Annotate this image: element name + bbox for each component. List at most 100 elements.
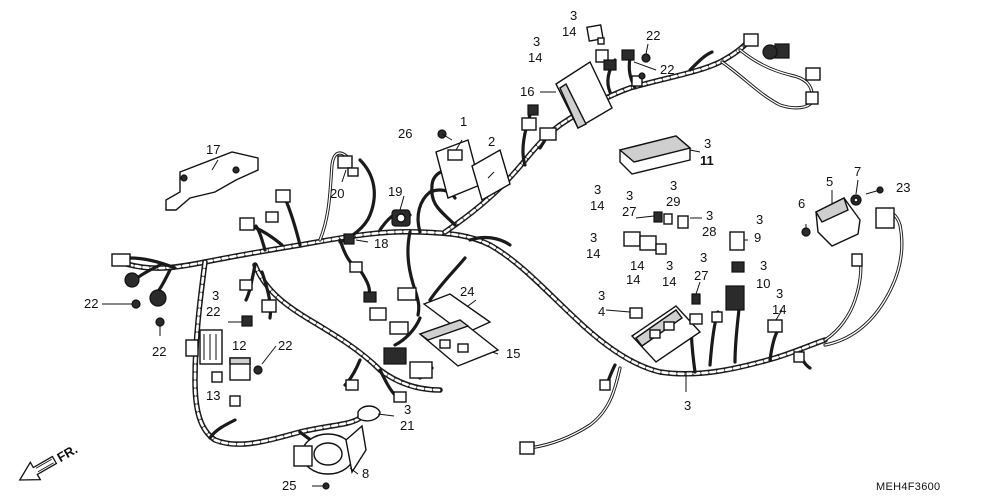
bolt-22-top	[638, 53, 651, 80]
relay-14-second	[595, 49, 609, 63]
label-6: 6	[798, 196, 805, 211]
leader-lines	[102, 43, 859, 475]
label-14-second: 14	[528, 50, 542, 65]
main-harness	[117, 37, 828, 447]
label-15: 15	[506, 346, 520, 361]
label-14-cluster-a: 14	[590, 198, 604, 213]
label-17: 17	[206, 142, 220, 157]
label-3-cluster-g: 3	[666, 258, 673, 273]
label-12: 12	[232, 338, 246, 353]
label-19: 19	[388, 184, 402, 199]
clip-18	[343, 233, 355, 245]
label-3-relay27: 3	[700, 250, 707, 265]
relay-28	[677, 215, 689, 229]
label-3-cluster-e: 3	[590, 230, 597, 245]
connector-13	[211, 371, 241, 407]
bolt-22-right-of-12	[253, 365, 263, 375]
collar-7	[850, 194, 862, 206]
connector-cluster-top	[603, 49, 643, 87]
label-14-cluster-e: 14	[586, 246, 600, 261]
connector-4	[629, 307, 643, 319]
diagram-code: MEH4F3600	[876, 481, 940, 493]
label-3-fuse: 3	[704, 136, 711, 151]
connectors-mid	[345, 287, 433, 403]
connector-cluster-center	[521, 104, 557, 141]
relay-14-top	[586, 24, 605, 45]
label-14-top: 14	[562, 24, 576, 39]
label-9: 9	[754, 230, 761, 245]
connector-right-mid	[689, 285, 745, 325]
relay-9	[729, 231, 745, 251]
relay-block-15	[418, 319, 500, 367]
bolts-22-left	[131, 299, 165, 327]
horn-8	[293, 424, 367, 475]
label-3-relay14r: 3	[776, 286, 783, 301]
connector-20	[337, 155, 359, 177]
relay-22-near-3	[241, 315, 253, 327]
relay-27-lower	[691, 293, 701, 305]
bolt-6	[801, 227, 811, 237]
label-11: 11	[700, 153, 714, 168]
connector-10	[731, 261, 745, 273]
label-22-lower-left: 22	[152, 344, 166, 359]
relays-14-center	[623, 231, 667, 255]
relay-27-29	[653, 211, 673, 225]
label-22-left: 22	[84, 296, 98, 311]
label-3-conn10: 3	[760, 258, 767, 273]
label-14-relay14r: 14	[772, 302, 786, 317]
label-23: 23	[896, 180, 910, 195]
branch-wires	[128, 48, 904, 450]
label-22-top: 22	[646, 28, 660, 43]
label-3-cluster-a: 3	[594, 182, 601, 197]
label-5: 5	[826, 174, 833, 189]
label-3-cluster-b: 3	[626, 188, 633, 203]
label-22-left-box: 22	[206, 304, 220, 319]
label-27-upper: 27	[622, 204, 636, 219]
fuse-box-3-main	[630, 305, 702, 363]
label-21: 21	[400, 418, 414, 433]
front-label: FR.	[54, 441, 80, 464]
label-22-near-12: 22	[278, 338, 292, 353]
label-25: 25	[282, 478, 296, 493]
label-28: 28	[702, 224, 716, 239]
label-3-cluster-c: 3	[670, 178, 677, 193]
label-3-conn4: 3	[598, 288, 605, 303]
label-27-lower: 27	[694, 268, 708, 283]
label-20: 20	[330, 186, 344, 201]
bolt-25	[312, 482, 330, 490]
label-16: 16	[520, 84, 534, 99]
label-2: 2	[488, 134, 495, 149]
connector-far-right	[851, 207, 895, 267]
label-14-cluster-g: 14	[662, 274, 676, 289]
label-3-harness: 3	[684, 398, 691, 413]
relay-box-22-left	[185, 329, 223, 365]
relay-14-right	[767, 319, 783, 333]
screw-23	[865, 186, 884, 195]
label-26: 26	[398, 126, 412, 141]
label-18: 18	[374, 236, 388, 251]
label-3-left: 3	[212, 288, 219, 303]
ecu-unit-16	[555, 60, 613, 129]
front-direction-arrow: FR.	[18, 441, 80, 481]
label-3-relay9: 3	[756, 212, 763, 227]
ignition-module-1	[435, 139, 511, 202]
label-14-cluster-h: 14	[630, 258, 644, 273]
label-3-second: 3	[533, 34, 540, 49]
label-3-top: 3	[570, 8, 577, 23]
fuse-box-11	[618, 135, 692, 175]
label-8: 8	[362, 466, 369, 481]
label-24: 24	[460, 284, 474, 299]
label-3-clamp: 3	[404, 402, 411, 417]
screw-26	[437, 129, 453, 141]
part-labels: 3 14 3 14 22 22 16 1 26 2 3 11 17 20 19 …	[84, 8, 910, 493]
sensor-19	[391, 209, 411, 227]
label-7: 7	[854, 164, 861, 179]
relay-12	[229, 357, 251, 381]
label-22-second: 22	[660, 62, 674, 77]
label-13: 13	[206, 388, 220, 403]
label-1: 1	[460, 114, 467, 129]
label-14-cluster-f: 14	[626, 272, 640, 287]
bracket-17	[165, 151, 259, 211]
connectors-top-right	[743, 33, 821, 105]
